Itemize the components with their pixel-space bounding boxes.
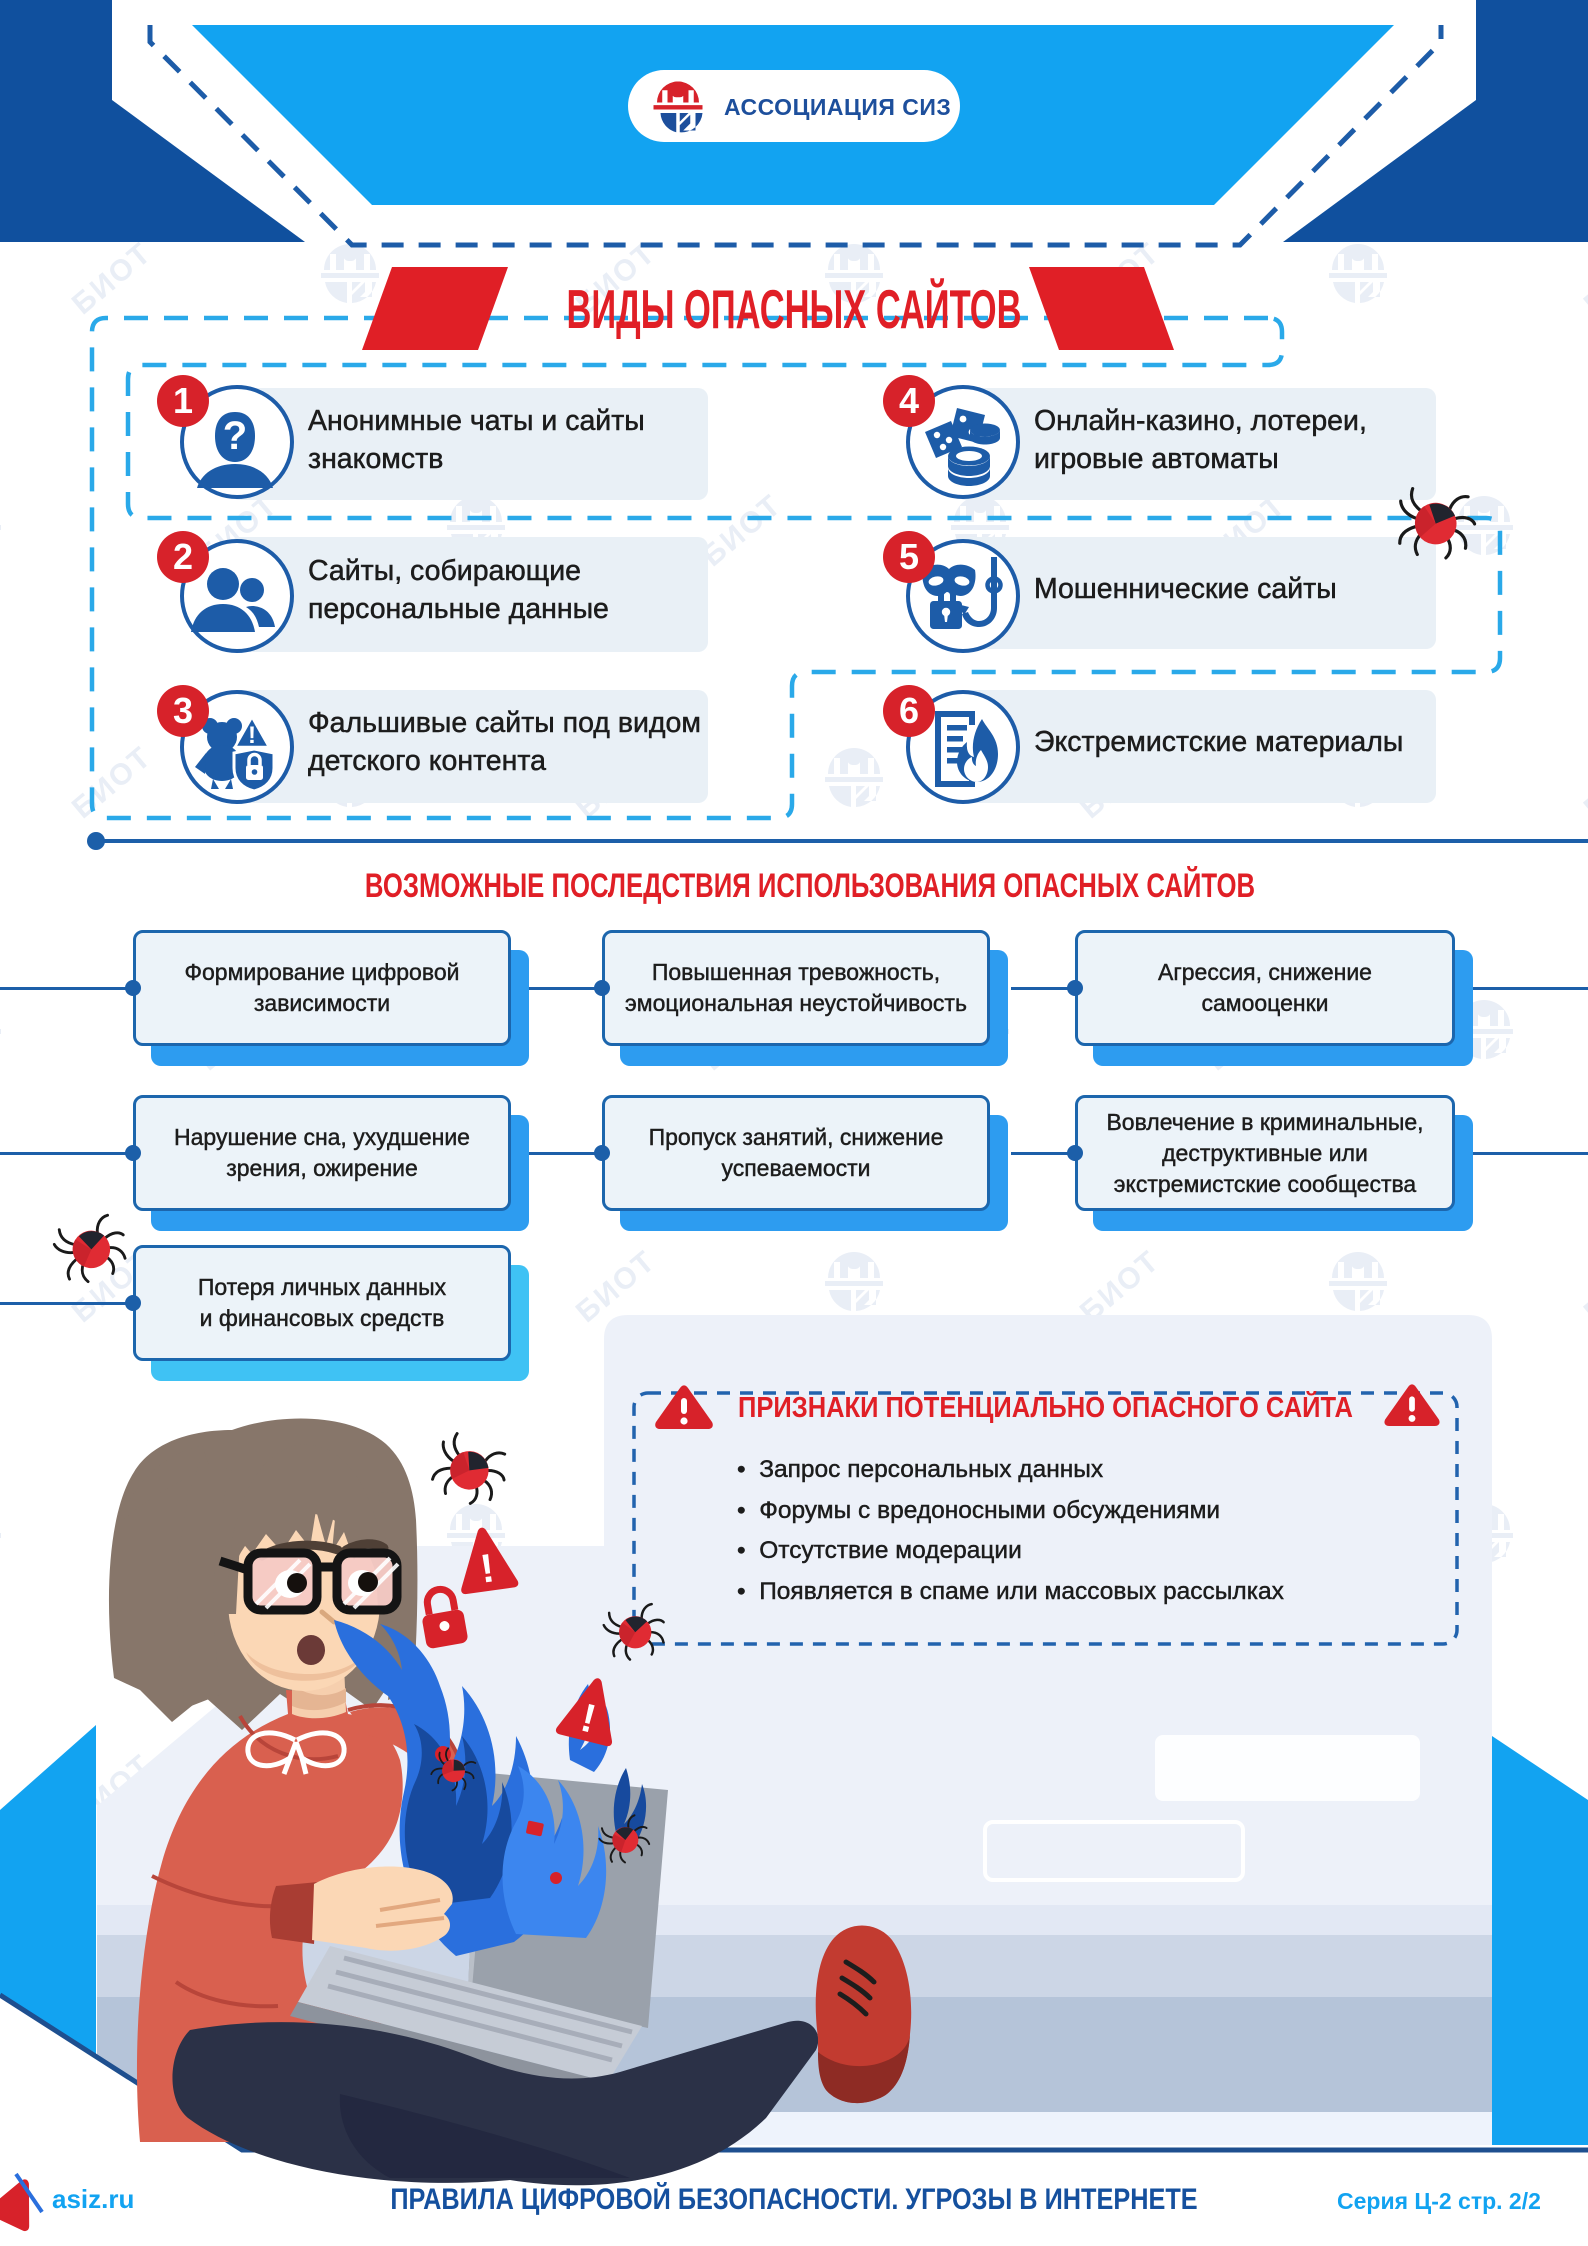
svg-text:!: ! — [248, 722, 256, 749]
svg-text:?: ? — [223, 414, 247, 458]
svg-text:!: ! — [478, 1546, 497, 1591]
